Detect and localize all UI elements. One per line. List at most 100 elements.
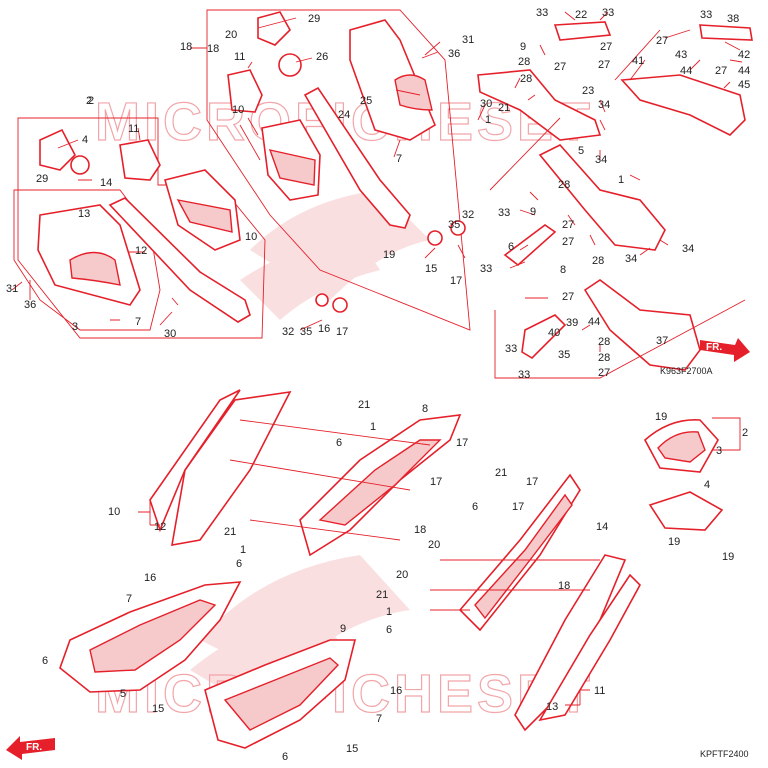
callout: 27 — [600, 41, 612, 53]
callout: 9 — [520, 41, 526, 53]
callout: 17 — [512, 501, 524, 513]
callout: 3 — [72, 321, 78, 333]
callout: 34 — [598, 99, 610, 111]
callout: 21 — [376, 589, 388, 601]
frame-sub-14-fill — [474, 493, 573, 620]
callout: 16 — [390, 685, 402, 697]
callout: 3 — [716, 445, 722, 457]
callout: 16 — [318, 323, 330, 335]
diagram-code-upper: K963F2700A — [660, 366, 713, 376]
callout: 40 — [548, 327, 560, 339]
callout: 17 — [336, 326, 348, 338]
side-cover-11 — [538, 573, 641, 722]
callout: 21 — [498, 102, 510, 114]
callout: 34 — [625, 253, 637, 265]
callout: 27 — [554, 61, 566, 73]
callout: 17 — [450, 275, 462, 287]
callout: 31 — [6, 283, 18, 295]
exhaust-header-21 — [477, 69, 602, 141]
callout: 19 — [655, 411, 667, 423]
callout: 14 — [100, 177, 112, 189]
callout: 19 — [722, 551, 734, 563]
callout: 34 — [682, 243, 694, 255]
callout: 37 — [656, 335, 668, 347]
callout: 17 — [456, 437, 468, 449]
callout: 17 — [430, 476, 442, 488]
side-cover-13 — [514, 554, 627, 732]
callout: 33 — [505, 343, 517, 355]
callout: 19 — [668, 536, 680, 548]
callout: 44 — [680, 65, 692, 77]
section-divider-lower — [494, 299, 746, 379]
callout: 8 — [560, 264, 566, 276]
tail-cap-11-right — [227, 69, 263, 113]
callout: 1 — [370, 421, 376, 433]
cover-3-fill — [657, 431, 706, 463]
callout: 27 — [656, 35, 668, 47]
exhaust-header-5 — [538, 144, 666, 251]
callout: 6 — [386, 624, 392, 636]
exhaust-header-41 — [620, 74, 746, 136]
callout: 33 — [498, 207, 510, 219]
callout: 2 — [86, 95, 92, 107]
callout: 7 — [135, 316, 141, 328]
callout: 18 — [207, 43, 219, 55]
callout: 25 — [360, 95, 372, 107]
callout: 18 — [180, 41, 192, 53]
frame-sub-8-fill — [318, 439, 442, 526]
callout: 17 — [526, 476, 538, 488]
callout: 32 — [462, 209, 474, 221]
callout: 44 — [738, 65, 750, 77]
callout: 11 — [594, 685, 605, 697]
callout: 12 — [135, 245, 147, 257]
callout: 5 — [120, 688, 126, 700]
callout: 28 — [598, 336, 610, 348]
callout: 33 — [536, 7, 548, 19]
callout: 6 — [336, 437, 342, 449]
callout: 6 — [282, 751, 288, 763]
group-outline-18 — [206, 9, 471, 331]
front-arrow-lower-icon: FR. — [6, 736, 55, 760]
callout: 38 — [727, 13, 739, 25]
muffler-cap-fill-25 — [394, 74, 433, 111]
callout: 35 — [300, 326, 312, 338]
side-cover-12 — [171, 390, 292, 546]
callout: 8 — [422, 403, 428, 415]
guide-lines-left — [229, 419, 431, 541]
callout: 27 — [562, 236, 574, 248]
muffler-inner-fill-10a — [176, 199, 233, 233]
callout: 16 — [144, 572, 156, 584]
callout: 5 — [578, 145, 584, 157]
callout: 31 — [462, 34, 474, 46]
group-outline-2 — [17, 117, 266, 339]
wing-logo-lower — [190, 555, 410, 700]
callout: 7 — [376, 713, 382, 725]
callout: 27 — [715, 65, 727, 77]
callout: 6 — [42, 655, 48, 667]
callout: 44 — [588, 316, 600, 328]
callout: 4 — [704, 479, 710, 491]
callout: 6 — [508, 241, 514, 253]
exhaust-pipe-24 — [303, 86, 411, 229]
bracket-11-13 — [565, 689, 590, 706]
under-cover-5-fill — [89, 599, 217, 673]
callout: 1 — [240, 544, 246, 556]
callout: 36 — [24, 299, 36, 311]
flange-8-upper — [503, 224, 557, 267]
callout: 21 — [224, 526, 236, 538]
front-arrow-lower-label: FR. — [26, 742, 42, 753]
callout: 45 — [738, 79, 750, 91]
callout: 33 — [602, 7, 614, 19]
callout-labels: 18 20 29 26 11 10 2 11 4 29 14 10 13 12 … — [6, 7, 750, 763]
callout: 33 — [518, 369, 530, 381]
callout: 24 — [338, 109, 350, 121]
callout: 15 — [425, 263, 437, 275]
callout: 13 — [546, 701, 558, 713]
callout: 1 — [618, 174, 624, 186]
callout: 33 — [700, 9, 712, 21]
callout: 18 — [558, 580, 570, 592]
tail-cap-11-left — [119, 139, 161, 181]
callout: 11 — [234, 51, 245, 63]
callout: 34 — [595, 154, 607, 166]
callout: 14 — [596, 521, 608, 533]
